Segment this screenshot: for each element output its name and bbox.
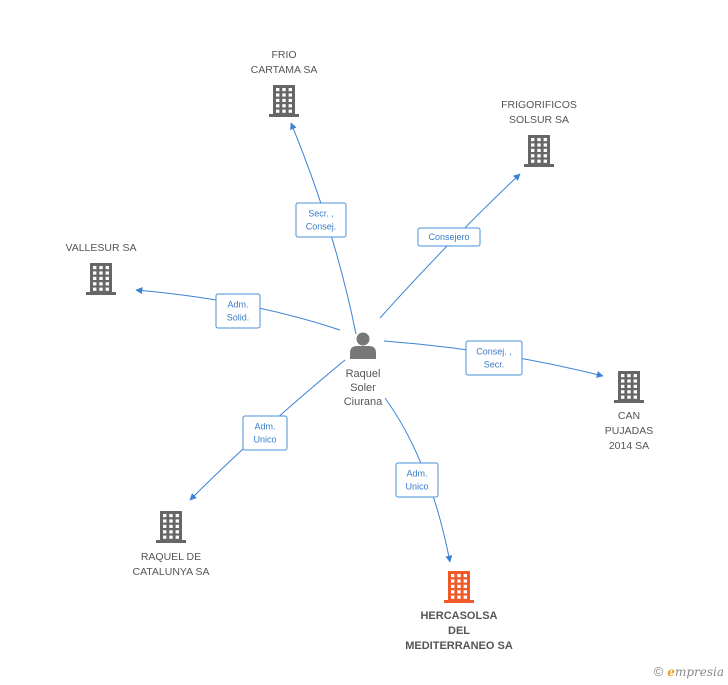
- edge-label-line: Secr. ,: [308, 209, 334, 219]
- building-icon[interactable]: [86, 263, 116, 295]
- brand-rest: mpresia: [674, 664, 724, 679]
- edge-label-line: Consej.: [306, 222, 337, 232]
- edges-layer: [135, 122, 604, 563]
- edge-label-vallesur[interactable]: Adm. Solid.: [215, 293, 261, 329]
- company-node-vallesur[interactable]: VALLESUR SA: [65, 242, 137, 295]
- edge-label-box: [417, 227, 481, 247]
- edge-label-box: [395, 462, 439, 498]
- edge-label-line: Unico: [253, 435, 276, 445]
- company-node-can[interactable]: CAN PUJADAS 2014 SA: [605, 371, 653, 452]
- company-label-line: DEL: [448, 625, 470, 637]
- edge-label-box: [242, 415, 288, 451]
- company-label-line: PUJADAS: [605, 425, 653, 437]
- edge-label-line: Consejero: [428, 232, 469, 242]
- company-label-line: FRIGORIFICOS: [501, 99, 577, 111]
- edge-label-box: [295, 202, 347, 238]
- edge-label-line: Secr.: [484, 360, 505, 370]
- company-node-frigorificos[interactable]: FRIGORIFICOS SOLSUR SA: [501, 99, 577, 167]
- company-label-line: FRIO: [271, 49, 296, 61]
- building-icon[interactable]: [444, 571, 474, 603]
- building-icon[interactable]: [156, 511, 186, 543]
- edge-label-frio[interactable]: Secr. , Consej.: [295, 202, 347, 238]
- company-label-line: CARTAMA SA: [251, 64, 318, 76]
- person-icon[interactable]: [350, 332, 376, 360]
- building-icon[interactable]: [269, 85, 299, 117]
- company-label-line: CATALUNYA SA: [132, 566, 209, 578]
- edge-label-raquel-cat[interactable]: Adm. Unico: [242, 415, 288, 451]
- edge-label-line: Adm.: [254, 422, 275, 432]
- edge-label-line: Adm.: [227, 300, 248, 310]
- copyright-symbol: ©: [653, 664, 664, 679]
- building-icon[interactable]: [524, 135, 554, 167]
- edge-label-box: [465, 340, 523, 376]
- company-label-line: VALLESUR SA: [65, 242, 136, 254]
- edge-label-line: Consej. ,: [476, 347, 512, 357]
- edge-label-box: [215, 293, 261, 329]
- edge-label-frigorificos[interactable]: Consejero: [417, 227, 481, 247]
- brand-logo[interactable]: empresia: [667, 665, 724, 679]
- edge-label-line: Adm.: [406, 469, 427, 479]
- footer-brand: © empresia: [654, 664, 724, 679]
- company-node-hercasolsa[interactable]: HERCASOLSA DEL MEDITERRANEO SA: [405, 571, 513, 652]
- edge-label-line: Solid.: [227, 313, 250, 323]
- company-label-line: HERCASOLSA: [420, 610, 497, 622]
- company-label-line: CAN: [618, 410, 640, 422]
- company-label-line: RAQUEL DE: [141, 551, 201, 563]
- person-label-line: Soler: [350, 382, 376, 394]
- company-label-line: 2014 SA: [609, 440, 649, 452]
- building-icon[interactable]: [614, 371, 644, 403]
- company-node-frio[interactable]: FRIO CARTAMA SA: [251, 49, 318, 117]
- company-label-line: MEDITERRANEO SA: [405, 640, 513, 652]
- brand-initial: e: [667, 664, 675, 679]
- person-label-line: Ciurana: [344, 396, 383, 408]
- edge-label-hercasolsa[interactable]: Adm. Unico: [395, 462, 439, 498]
- person-label-line: Raquel: [346, 368, 381, 380]
- edge-label-line: Unico: [405, 482, 428, 492]
- nodes-layer: FRIO CARTAMA SA FRIGORIFICOS SOLSUR SA VALLE…: [65, 49, 653, 652]
- company-label-line: SOLSUR SA: [509, 114, 569, 126]
- company-node-raquel-cat[interactable]: RAQUEL DE CATALUNYA SA: [132, 511, 210, 578]
- edge-label-can[interactable]: Consej. , Secr.: [465, 340, 523, 376]
